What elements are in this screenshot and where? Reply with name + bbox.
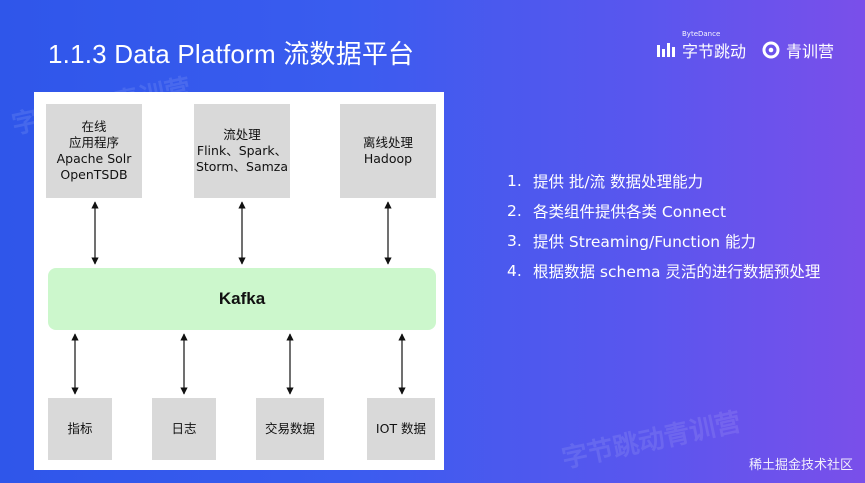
list-item-text: 提供 Streaming/Function 能力: [533, 233, 757, 251]
list-item-number: 2.: [507, 202, 522, 220]
feature-list: 1. 提供 批/流 数据处理能力 2. 各类组件提供各类 Connect 3. …: [507, 166, 820, 286]
iot-data-box: IOT 数据: [367, 398, 435, 460]
box-line: 离线处理: [362, 135, 413, 150]
transaction-data-box: 交易数据: [256, 398, 324, 460]
list-item-text: 提供 批/流 数据处理能力: [533, 173, 704, 191]
box-line: OpenTSDB: [60, 167, 128, 182]
box-line: Apache Solr: [56, 151, 132, 166]
box-label: IOT 数据: [375, 421, 427, 436]
slide-title: 1.1.3 Data Platform 流数据平台: [48, 39, 415, 69]
list-item: 1. 提供 批/流 数据处理能力: [507, 166, 820, 196]
list-item-text: 根据数据 schema 灵活的进行数据预处理: [533, 263, 821, 281]
box-line: Storm、Samza: [195, 159, 289, 174]
list-item: 2. 各类组件提供各类 Connect: [507, 196, 820, 226]
list-item-number: 3.: [507, 232, 522, 250]
bytedance-label: 字节跳动: [682, 42, 747, 61]
box-line: Flink、Spark、: [196, 143, 288, 158]
list-item-text: 各类组件提供各类 Connect: [533, 203, 727, 221]
box-line: 流处理: [223, 127, 261, 142]
box-label: 交易数据: [264, 421, 315, 436]
footer-credit: 稀土掘金技术社区: [748, 458, 853, 473]
bytedance-brand: ByteDance 字节跳动: [656, 30, 747, 62]
online-apps-box: 在线 应用程序 Apache Solr OpenTSDB: [46, 104, 142, 198]
list-item-number: 1.: [507, 172, 522, 190]
box-label: 日志: [171, 421, 197, 436]
bytedance-logo-icon: [657, 43, 675, 57]
box-line: 应用程序: [68, 135, 119, 150]
architecture-diagram: 在线 应用程序 Apache Solr OpenTSDB 流处理 Flink、S…: [34, 92, 444, 470]
list-item-number: 4.: [507, 262, 522, 280]
logs-box: 日志: [152, 398, 216, 460]
qingxun-logo-icon: [762, 41, 780, 59]
offline-processing-box: 离线处理 Hadoop: [340, 104, 436, 198]
box-line: 在线: [81, 119, 107, 134]
qingxun-brand: 青训营: [762, 38, 834, 62]
kafka-node: Kafka: [48, 268, 436, 330]
watermark: 字节跳动青训营: [559, 407, 744, 475]
list-item: 3. 提供 Streaming/Function 能力: [507, 226, 820, 256]
bytedance-small-label: ByteDance: [682, 30, 721, 38]
qingxun-label: 青训营: [786, 42, 835, 61]
connector-arrows: [71, 201, 406, 395]
metrics-box: 指标: [48, 398, 112, 460]
list-item: 4. 根据数据 schema 灵活的进行数据预处理: [507, 256, 820, 286]
box-label: 指标: [67, 421, 93, 436]
box-line: Hadoop: [363, 151, 413, 166]
stream-processing-box: 流处理 Flink、Spark、 Storm、Samza: [194, 104, 290, 198]
